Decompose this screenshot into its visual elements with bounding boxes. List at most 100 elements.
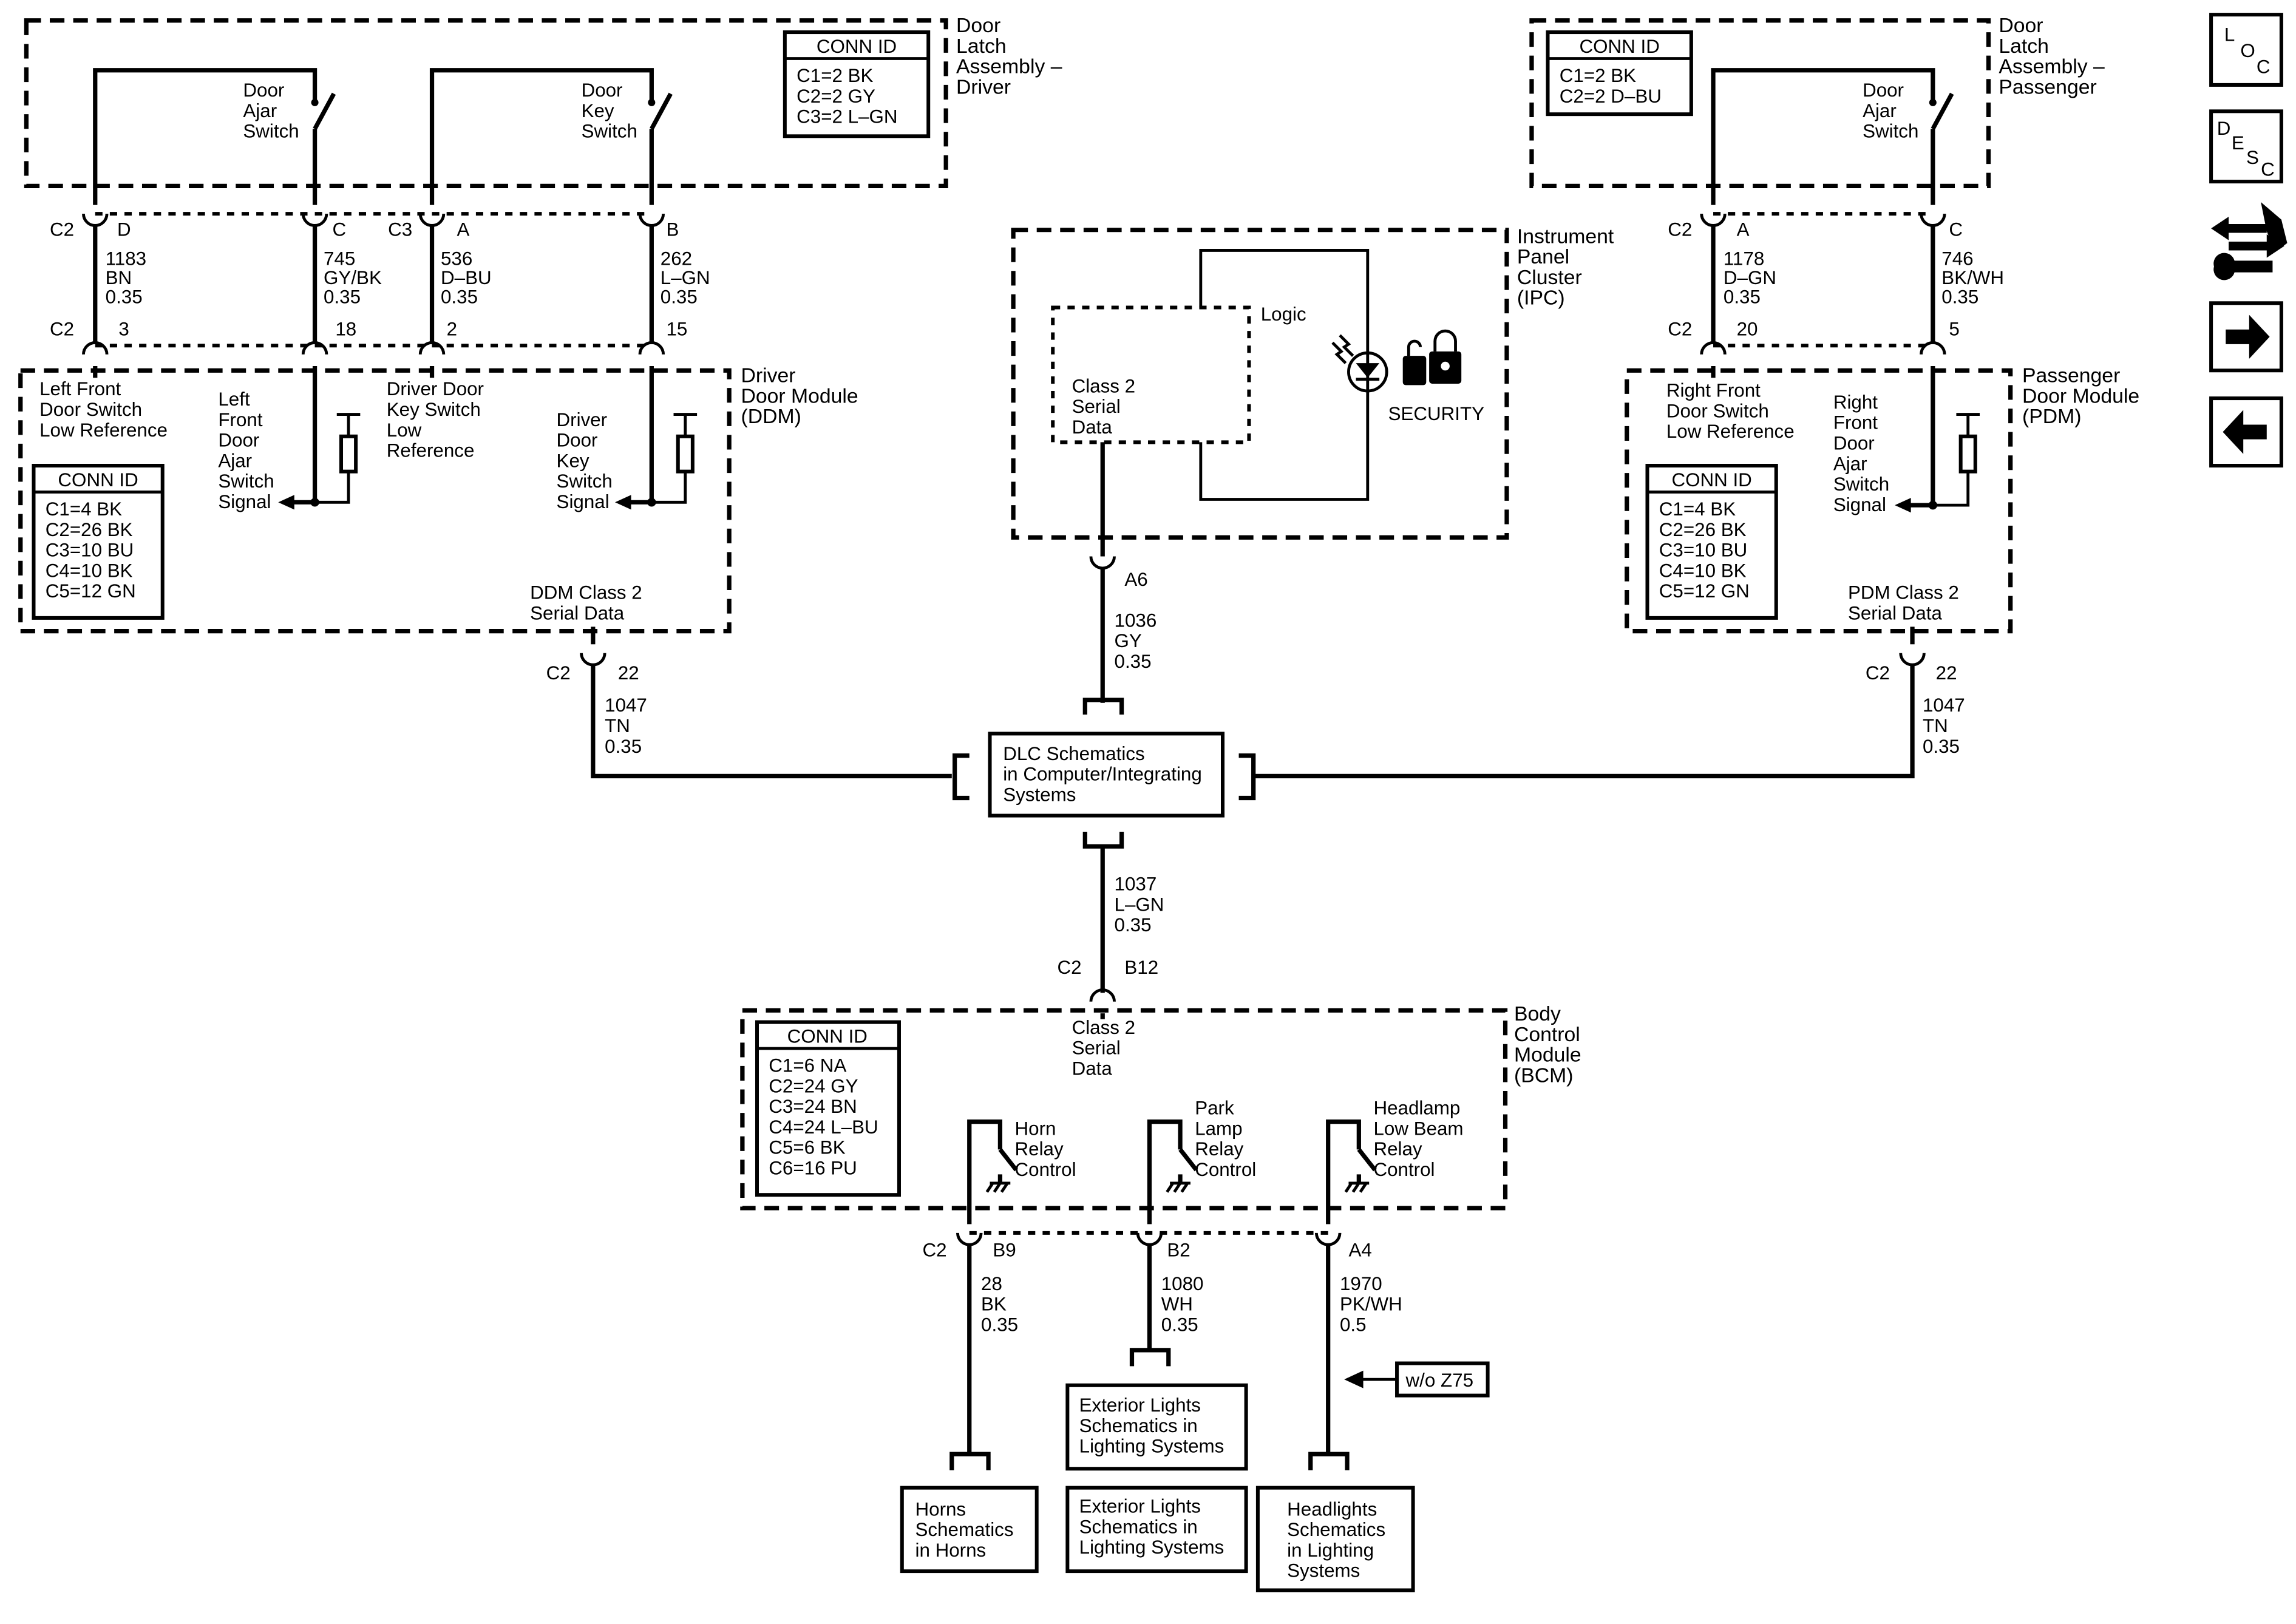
security-lock-icon [1402, 329, 1462, 386]
svg-text:C: C [2257, 56, 2271, 78]
svg-text:CONN ID: CONN ID [58, 469, 138, 491]
tools-icon[interactable] [2211, 202, 2288, 280]
svg-text:C6=16 PU: C6=16 PU [769, 1157, 857, 1178]
svg-text:C1=6 NA: C1=6 NA [769, 1055, 846, 1076]
svg-text:C2: C2 [546, 662, 571, 684]
svg-text:C3=2 L–GN: C3=2 L–GN [796, 106, 897, 127]
svg-text:C5=6 BK: C5=6 BK [769, 1137, 845, 1158]
svg-text:C4=10 BK: C4=10 BK [1659, 560, 1747, 581]
svg-text:C1=4 BK: C1=4 BK [46, 498, 122, 520]
svg-text:B2: B2 [1167, 1239, 1190, 1260]
pin-label: 2 [447, 318, 457, 339]
svg-text:C4=10 BK: C4=10 BK [46, 560, 133, 581]
svg-text:C3=24 BN: C3=24 BN [769, 1096, 857, 1117]
security-led-icon [1331, 334, 1388, 393]
svg-text:C1=2 BK: C1=2 BK [796, 65, 873, 86]
bcm-conn-id: CONN ID C1=6 NA C2=24 GY C3=24 BN C4=24 … [755, 1020, 901, 1197]
driver-latch-conn-id: CONN ID C1=2 BK C2=2 GY C3=2 L–GN [783, 30, 931, 138]
driver-top-connectors: C2 D C C3 A B [50, 212, 679, 240]
option-tag-w-o-z75: w/o Z75 [1344, 1361, 1490, 1398]
svg-text:C2: C2 [1668, 318, 1692, 339]
svg-text:C5=12 GN: C5=12 GN [1659, 580, 1750, 602]
ddm-connectors: C2 3 18 2 15 [50, 318, 687, 355]
svg-text:C5=12 GN: C5=12 GN [46, 580, 136, 602]
svg-text:C: C [2261, 158, 2275, 180]
forward-arrow-button[interactable] [2209, 301, 2283, 373]
svg-text:C2=26 BK: C2=26 BK [1659, 519, 1747, 540]
conn-label: C2 [50, 318, 74, 339]
svg-text:C2: C2 [1057, 957, 1081, 978]
svg-text:22: 22 [618, 662, 639, 684]
svg-text:C2=24 GY: C2=24 GY [769, 1075, 858, 1096]
pin-label: 15 [666, 318, 687, 339]
pdm-connectors: C2 20 5 [1668, 318, 1960, 355]
svg-text:CONN ID: CONN ID [1580, 36, 1660, 57]
desc-button[interactable]: D E S C [2209, 109, 2283, 184]
svg-text:C2: C2 [1668, 219, 1692, 240]
svg-text:C2: C2 [1866, 662, 1890, 684]
svg-text:C: C [1949, 219, 1963, 240]
svg-text:C4=24 L–BU: C4=24 L–BU [769, 1116, 878, 1138]
svg-text:D: D [2217, 118, 2231, 139]
svg-text:A6: A6 [1124, 569, 1147, 590]
svg-text:C1=4 BK: C1=4 BK [1659, 498, 1736, 520]
pin-label: 18 [335, 318, 356, 339]
pin-label: A [457, 219, 470, 240]
svg-text:CONN ID: CONN ID [817, 36, 897, 57]
loc-button[interactable]: L O C [2209, 13, 2283, 87]
svg-text:L: L [2224, 24, 2235, 46]
svg-text:CONN ID: CONN ID [1671, 469, 1751, 491]
svg-text:w/o Z75: w/o Z75 [1405, 1370, 1473, 1391]
svg-text:5: 5 [1949, 318, 1959, 339]
back-arrow-button[interactable] [2209, 396, 2283, 468]
svg-text:C2=2 GY: C2=2 GY [796, 86, 875, 107]
pin-label: B [666, 219, 679, 240]
security-label: SECURITY [1388, 403, 1485, 424]
